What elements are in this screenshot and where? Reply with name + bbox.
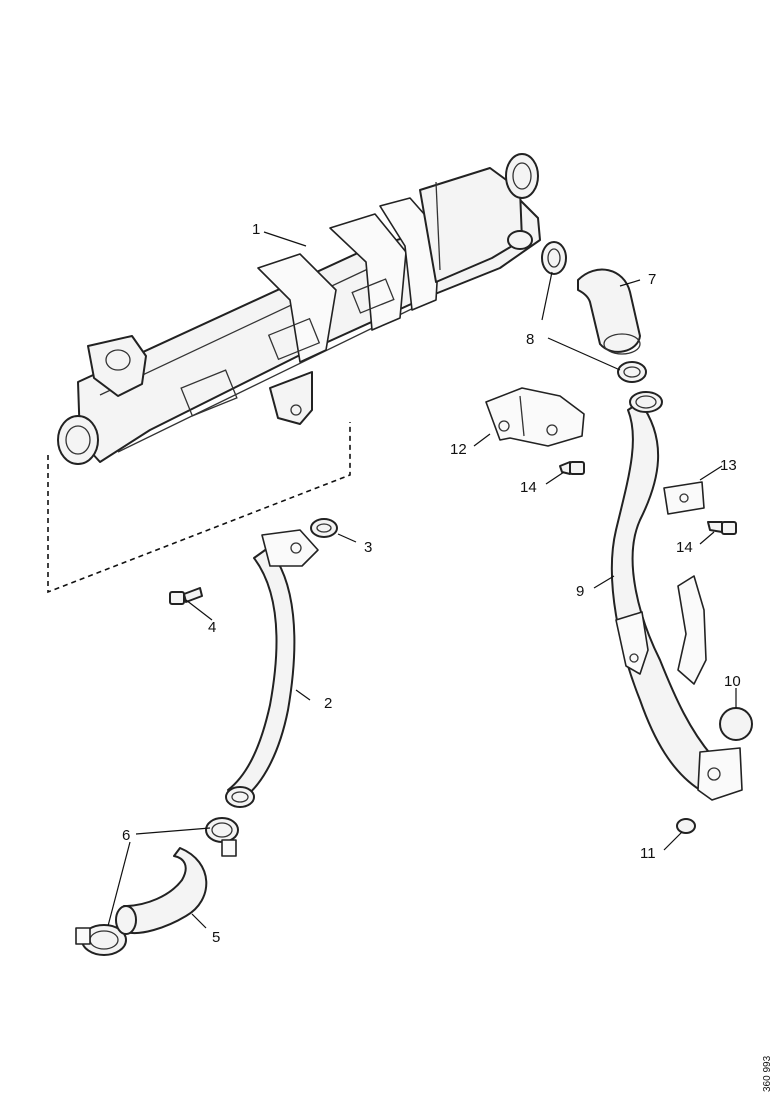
gasket-3 (310, 518, 338, 538)
callout-12: 12 (450, 441, 467, 458)
callout-4: 4 (208, 619, 216, 636)
bolt-14-right (707, 521, 737, 535)
long-pipe-9 (610, 391, 743, 801)
callout-10: 10 (724, 673, 741, 690)
seal-10 (719, 707, 753, 741)
bolt-14-left (559, 461, 585, 475)
callout-1: 1 (252, 221, 260, 238)
callout-5: 5 (212, 929, 220, 946)
egr-cooler (57, 153, 541, 465)
nut-11 (676, 818, 696, 834)
clamp-8-lower (617, 361, 647, 383)
bolt-4 (169, 587, 203, 605)
callout-14-right: 14 (676, 539, 693, 556)
diagram-reference-number: 360 993 (762, 1055, 773, 1092)
callout-6: 6 (122, 827, 130, 844)
clamp-6-lower (75, 924, 127, 956)
callout-11: 11 (640, 845, 656, 862)
clamp-6-upper (205, 817, 239, 857)
leader-lines (107, 231, 737, 929)
bracket-12 (485, 387, 585, 447)
callout-14-left: 14 (520, 479, 537, 496)
elbow-hose-7 (577, 268, 641, 355)
callout-7: 7 (648, 271, 656, 288)
clamp-8-upper (541, 241, 567, 275)
callout-3: 3 (364, 539, 372, 556)
callout-8: 8 (526, 331, 534, 348)
bracket-13 (663, 481, 705, 515)
assembly-guide-line (47, 422, 351, 594)
exhaust-pipe (225, 529, 319, 808)
hose-5 (115, 847, 208, 935)
callout-13: 13 (720, 457, 737, 474)
callout-9: 9 (576, 583, 584, 600)
callout-2: 2 (324, 695, 332, 712)
